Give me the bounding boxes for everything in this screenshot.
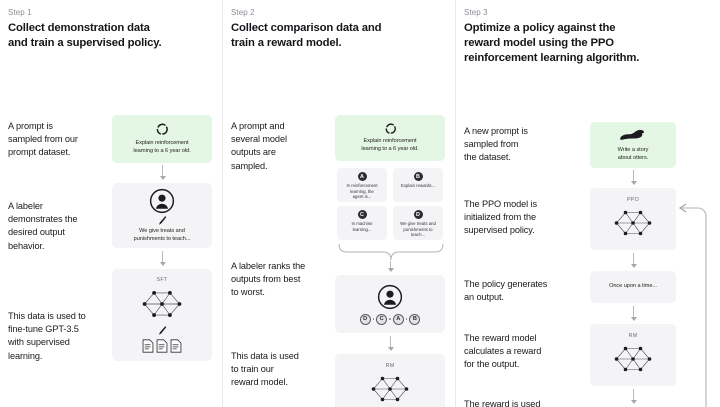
step-3-prompt-caption: Write a story about otters. xyxy=(617,146,649,161)
arrow-3-4 xyxy=(630,389,637,404)
step-1-labeler-caption: We give treats and punishments to teach.… xyxy=(133,227,191,242)
rank-sep-1 xyxy=(372,318,375,320)
step-3-rm-box[interactable]: RM xyxy=(590,324,676,386)
pencil-icon xyxy=(158,215,167,226)
output-card-c[interactable]: C In machine learning... xyxy=(337,206,387,240)
neural-net-icon xyxy=(610,205,656,241)
rank-pill-4: B xyxy=(409,313,421,325)
step-1-sft-tag: SFT xyxy=(156,277,168,283)
step-3-desc-2: The PPO model is initialized from the su… xyxy=(464,199,537,236)
rank-pill-3: A xyxy=(392,313,404,325)
output-card-d[interactable]: D We give treats and punishments to teac… xyxy=(393,206,443,240)
step-3-column: Step 3 Optimize a policy against the rew… xyxy=(455,0,720,407)
output-card-a-text: In reinforcement learning, the agent is.… xyxy=(346,183,378,200)
recycle-icon xyxy=(155,122,169,136)
neural-net-icon xyxy=(610,341,656,377)
neural-net-icon xyxy=(367,371,413,407)
rank-sep-2 xyxy=(389,318,391,320)
step-2-prompt-box[interactable]: Explain reinforcement learning to a 6 ye… xyxy=(335,115,445,161)
step-3-output-box[interactable]: Once upon a time... xyxy=(590,271,676,303)
labeler-person-icon xyxy=(149,188,175,214)
step-1-title: Collect demonstration data and train a s… xyxy=(8,22,162,49)
ranking-row-labeler: D C A B xyxy=(359,313,421,325)
arrow-3-3 xyxy=(630,306,637,321)
step-1-sft-box[interactable]: SFT xyxy=(112,269,212,361)
output-card-a-letter: A xyxy=(357,172,367,181)
step-1-column: Step 1 Collect demonstration data and tr… xyxy=(0,0,222,407)
output-card-a[interactable]: A In reinforcement learning, the agent i… xyxy=(337,168,387,202)
step-2-ranking-box[interactable]: D C A B xyxy=(335,275,445,333)
step-3-desc-4: The reward model calculates a reward for… xyxy=(464,333,542,370)
step-2-desc-3: This data is used to train our reward mo… xyxy=(231,351,299,388)
step-2-label: Step 2 xyxy=(231,8,255,17)
step-3-desc-1: A new prompt is sampled from the dataset… xyxy=(464,126,528,163)
step-3-label: Step 3 xyxy=(464,8,488,17)
output-card-b[interactable]: B Explain rewards... xyxy=(393,168,443,202)
step-3-ppo-box[interactable]: PPO xyxy=(590,188,676,250)
arrow-2-2 xyxy=(387,336,394,351)
arrow-2-1 xyxy=(387,261,394,272)
output-card-d-text: We give treats and punishments to teach.… xyxy=(400,221,436,238)
rank-pill-1: D xyxy=(359,313,371,325)
step-2-rm-box[interactable]: RM xyxy=(335,354,445,407)
output-card-c-text: In machine learning... xyxy=(351,221,373,232)
step-1-desc-1: A prompt is sampled from our prompt data… xyxy=(8,121,78,158)
step-3-prompt-box[interactable]: Write a story about otters. xyxy=(590,122,676,168)
merge-brace-icon xyxy=(337,242,445,262)
step-3-output-caption: Once upon a time... xyxy=(609,283,657,290)
step-3-desc-3: The policy generates an output. xyxy=(464,279,548,303)
output-card-b-letter: B xyxy=(413,172,423,181)
step-1-prompt-box[interactable]: Explain reinforcement learning to a 6 ye… xyxy=(112,115,212,163)
step-1-desc-2: A labeler demonstrates the desired outpu… xyxy=(8,201,78,251)
step-3-title: Optimize a policy against the reward mod… xyxy=(464,22,640,64)
rank-sep-3 xyxy=(405,318,408,320)
step-2-prompt-caption: Explain reinforcement learning to a 6 ye… xyxy=(361,138,419,152)
step-2-desc-1: A prompt and several model outputs are s… xyxy=(231,121,287,171)
step-2-column: Step 2 Collect comparison data and train… xyxy=(222,0,455,407)
otter-icon xyxy=(618,128,648,142)
output-card-b-text: Explain rewards... xyxy=(400,183,436,188)
step-3-desc-5: The reward is used to update the policy … xyxy=(464,399,541,407)
rank-pill-2: C xyxy=(376,313,388,325)
arrow-1-1 xyxy=(159,165,166,180)
recycle-icon xyxy=(384,122,397,135)
step-1-labeler-box[interactable]: We give treats and punishments to teach.… xyxy=(112,183,212,248)
step-2-title: Collect comparison data and train a rewa… xyxy=(231,22,382,49)
step-1-desc-3: This data is used to fine-tune GPT-3.5 w… xyxy=(8,311,86,361)
neural-net-icon xyxy=(138,285,186,323)
documents-icon xyxy=(142,339,182,353)
arrow-3-2 xyxy=(630,253,637,268)
output-card-c-letter: C xyxy=(357,210,367,219)
arrow-3-1 xyxy=(630,170,637,185)
labeler-person-icon xyxy=(377,284,403,310)
arrow-1-2 xyxy=(159,251,166,266)
step-2-rm-tag: RM xyxy=(385,363,395,369)
step-1-label: Step 1 xyxy=(8,8,32,17)
step-1-prompt-caption: Explain reinforcement learning to a 6 ye… xyxy=(133,140,191,154)
pencil-icon xyxy=(158,325,167,336)
output-card-d-letter: D xyxy=(413,210,423,219)
feedback-loop-arrow xyxy=(674,198,716,407)
step-2-desc-2: A labeler ranks the outputs from best to… xyxy=(231,261,306,298)
step-3-ppo-tag: PPO xyxy=(626,197,640,203)
step-3-rm-tag: RM xyxy=(628,333,638,339)
